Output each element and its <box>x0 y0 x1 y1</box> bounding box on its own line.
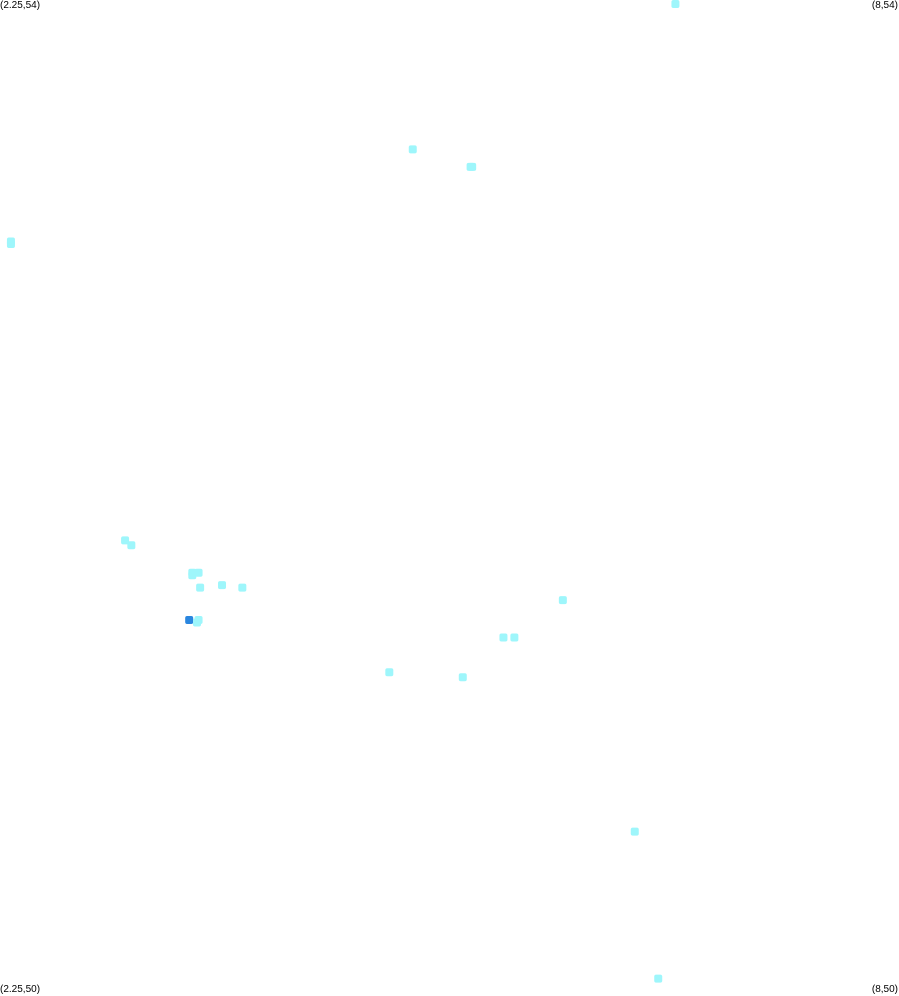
corner-label-top-right: (8,54) <box>871 0 898 11</box>
data-cell <box>458 673 467 682</box>
data-cell <box>671 0 680 8</box>
corner-label-bottom-right: (8,50) <box>871 984 898 995</box>
data-cell <box>218 581 227 590</box>
corner-label-top-left: (2.25,54) <box>0 0 41 11</box>
data-cell <box>466 162 475 171</box>
data-cell <box>630 827 639 836</box>
data-cell <box>558 596 567 605</box>
data-cell <box>194 568 203 577</box>
data-cell <box>121 536 130 545</box>
data-cells <box>6 0 680 983</box>
data-cell <box>196 583 205 592</box>
data-cell <box>127 541 136 550</box>
data-cell <box>238 583 247 592</box>
data-cell <box>192 618 201 627</box>
data-cell <box>408 145 417 154</box>
data-cell <box>185 616 194 625</box>
corner-label-bottom-left: (2.25,50) <box>0 984 41 995</box>
data-cell <box>499 633 508 642</box>
data-cell <box>510 633 519 642</box>
data-cell <box>188 571 197 580</box>
data-cell <box>654 974 663 983</box>
data-cell <box>385 668 394 677</box>
data-cell <box>6 240 15 249</box>
